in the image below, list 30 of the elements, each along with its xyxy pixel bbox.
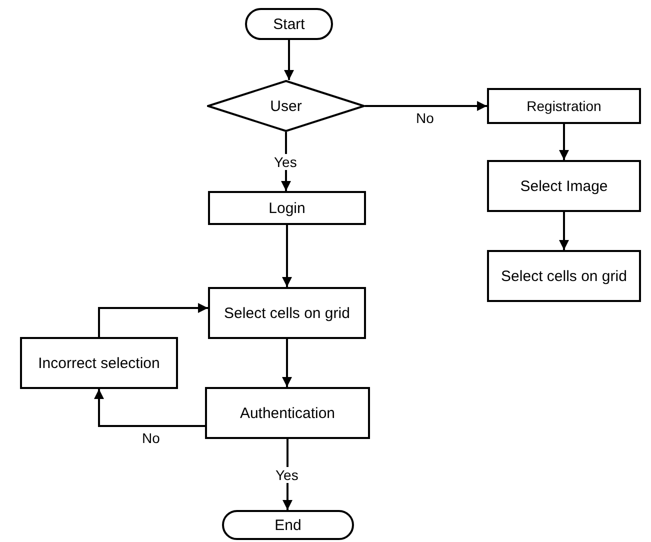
node-label: Select cells on grid [501,266,627,286]
node-label: Login [268,198,306,218]
process-box [208,287,366,339]
node-label: Incorrect selection [38,354,160,372]
arrow [98,303,208,337]
edge-label: No [414,110,436,126]
node-label: User [270,96,302,116]
arrow [282,225,292,287]
decision-diamond [207,80,365,132]
arrow [94,389,205,427]
process-box [487,250,641,302]
arrow [559,124,569,160]
node-label: Start [273,14,305,34]
arrow [365,101,487,111]
arrow [559,212,569,250]
node-label: Registration [526,96,602,116]
process-box [487,88,641,124]
arrow [282,339,292,387]
process-box [208,191,366,225]
edge-label: No [140,430,162,446]
edge-label: Yes [274,466,300,482]
node-label: End [274,516,302,534]
arrow [284,40,294,80]
edge-label: Yes [272,154,299,170]
node-label: Select Image [520,176,608,196]
process-box [205,387,370,439]
process-box [487,160,641,212]
node-label: Authentication [240,404,336,422]
node-label: Select cells on grid [224,304,350,322]
process-box [20,337,178,389]
